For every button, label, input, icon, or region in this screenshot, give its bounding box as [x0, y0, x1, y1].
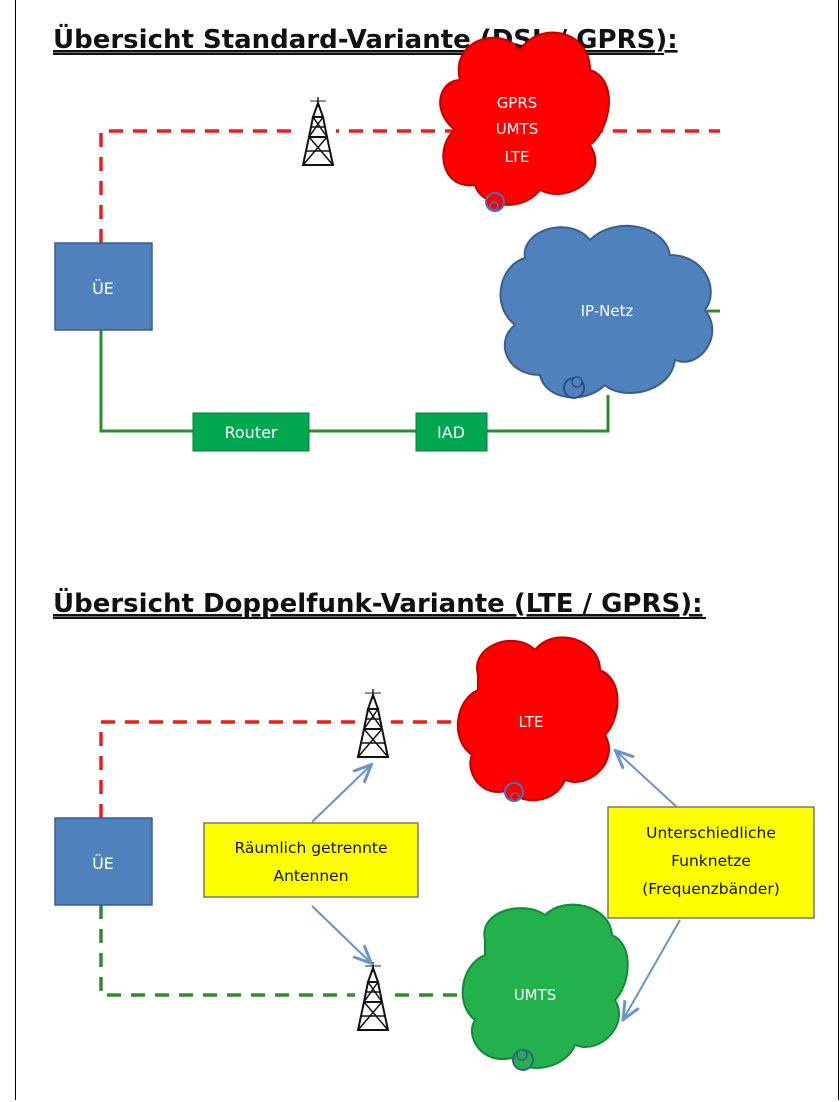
cloud-label-gprs: GPRS	[497, 94, 538, 112]
callout-antennas-line2: Antennen	[273, 867, 348, 885]
diagram-frame	[15, 0, 839, 1100]
arrow-to-bottom-antenna	[311, 905, 370, 962]
wired-link	[99, 330, 610, 433]
callout-antennas-line1: Räumlich getrennte	[234, 839, 387, 857]
antenna-tower-icon	[300, 95, 336, 169]
ue-label-2: ÜE	[92, 854, 114, 873]
callout-networks-line3: (Frequenzbänder)	[642, 880, 780, 898]
callout-networks: Unterschiedliche Funknetze (Frequenzbänd…	[607, 806, 815, 919]
router-label: Router	[224, 423, 277, 442]
ue-box-2: ÜE	[54, 817, 153, 906]
lte-label: LTE	[519, 713, 544, 731]
router-box: Router	[192, 412, 310, 452]
lte-link-dashed	[99, 720, 465, 818]
arrow-to-top-antenna	[311, 766, 370, 823]
umts-cloud: UMTS	[461, 903, 629, 1071]
cloud-label-umts: UMTS	[496, 120, 539, 138]
callout-networks-line2: Funknetze	[671, 852, 751, 870]
section2-title: Übersicht Doppelfunk-Variante (LTE / GPR…	[53, 586, 703, 619]
lte-cloud: LTE	[456, 636, 619, 802]
ue-label: ÜE	[92, 279, 114, 298]
arrow-to-umts-cloud	[624, 919, 681, 1018]
ue-box: ÜE	[54, 242, 153, 331]
callout-networks-line1: Unterschiedliche	[646, 824, 776, 842]
cloud-label-lte: LTE	[505, 148, 530, 166]
umts-link-dashed	[99, 905, 465, 997]
iad-label: IAD	[437, 423, 465, 442]
iad-box: IAD	[415, 412, 488, 452]
ip-network-label: IP-Netz	[581, 302, 634, 320]
callout-antennas: Räumlich getrennte Antennen	[203, 822, 419, 898]
mobile-network-cloud: GPRS UMTS LTE	[439, 31, 610, 212]
umts-label: UMTS	[514, 986, 557, 1004]
ip-network-cloud: IP-Netz	[499, 224, 714, 399]
arrow-to-lte-cloud	[617, 752, 681, 811]
antenna-tower-bottom-icon	[355, 960, 391, 1034]
mobile-link-dashed	[99, 129, 720, 243]
antenna-tower-top-icon	[355, 687, 391, 761]
